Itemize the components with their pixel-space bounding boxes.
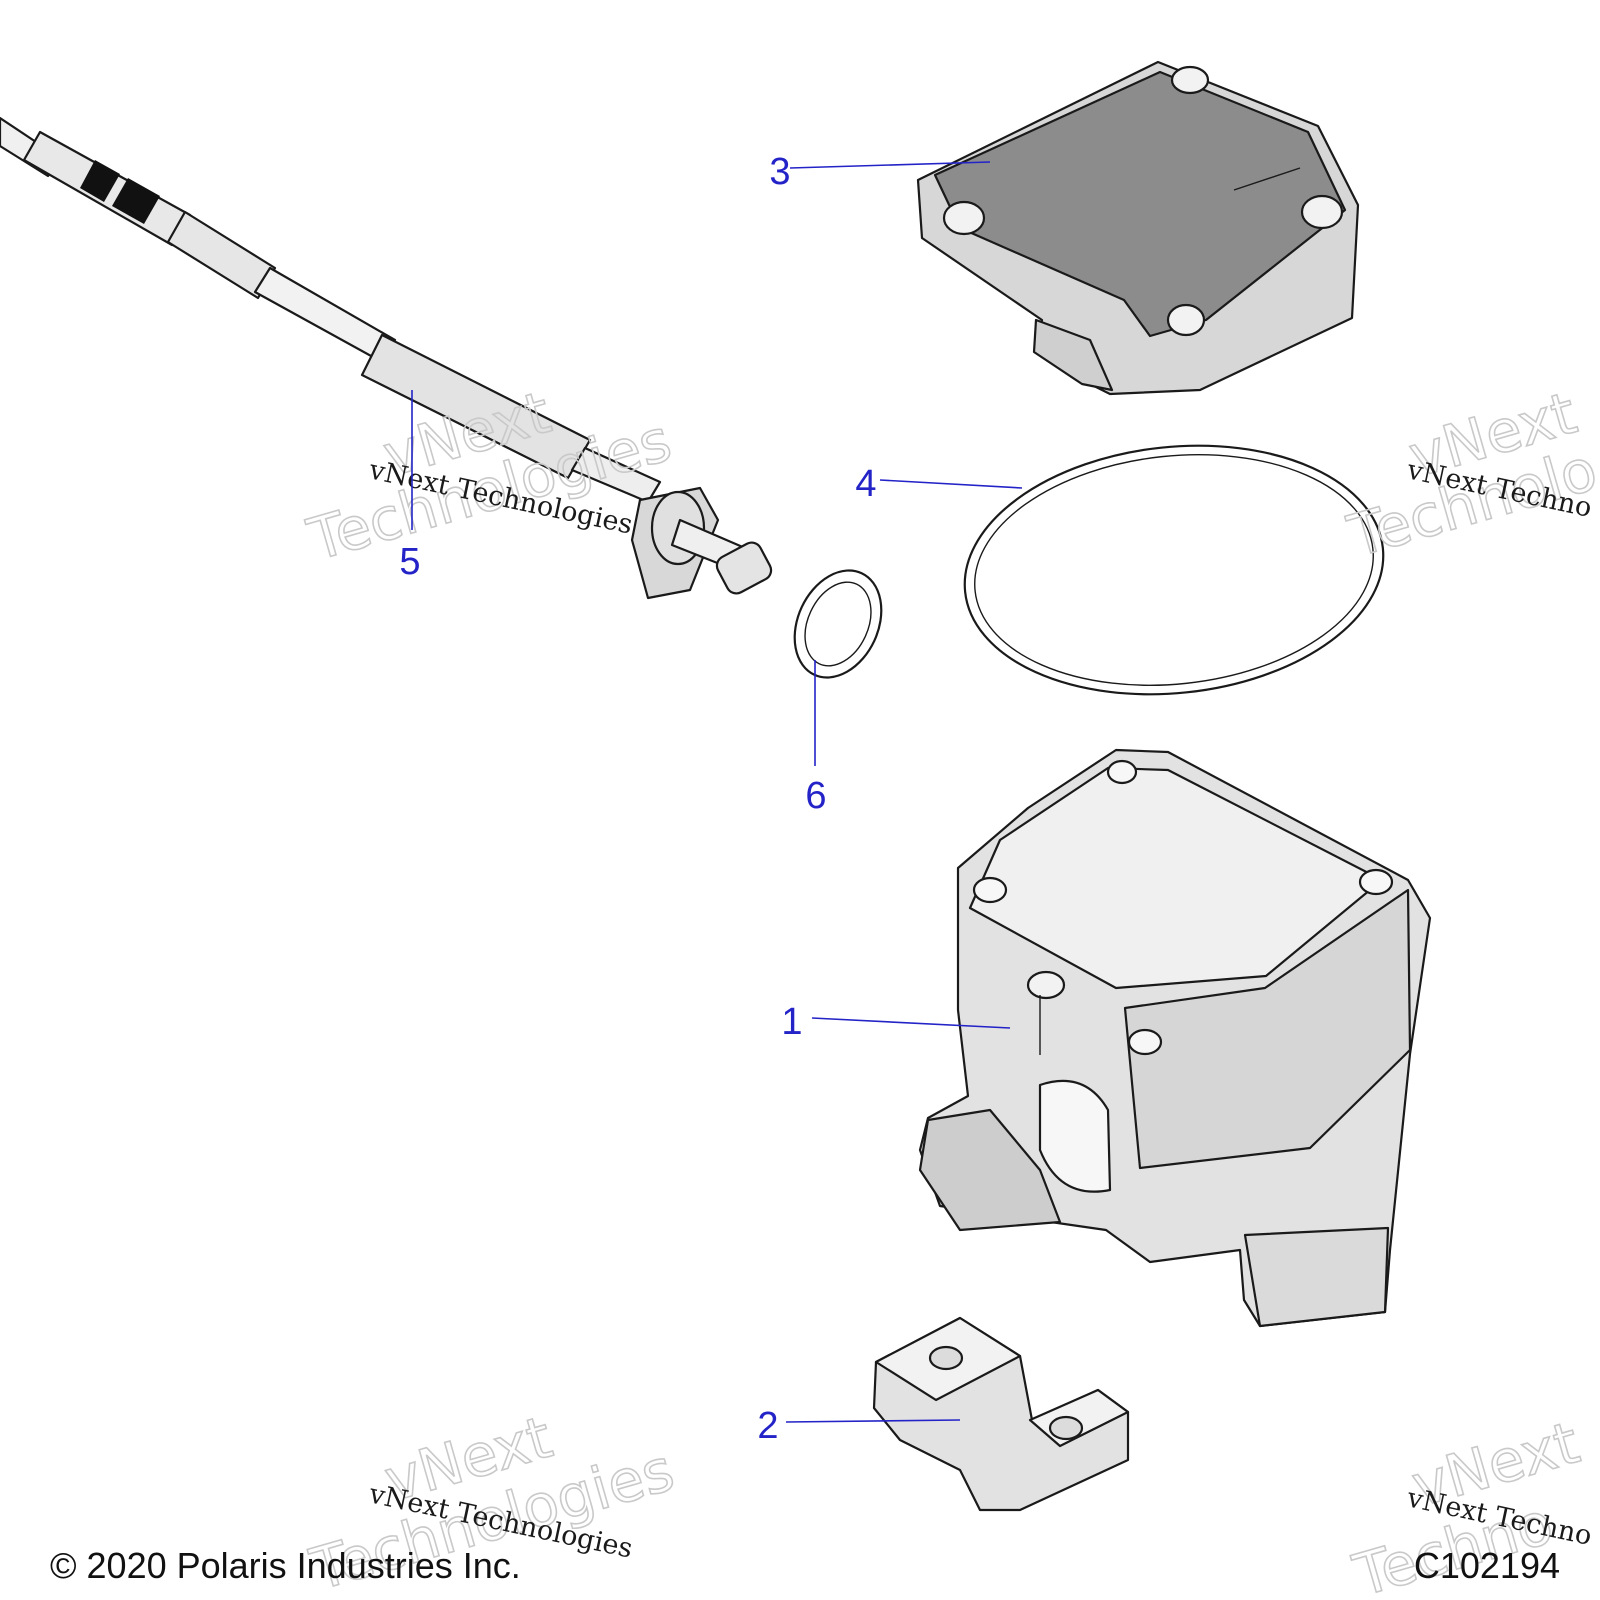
part-6-small-o-ring	[793, 569, 883, 679]
part-2-clamp	[872, 1316, 1130, 1512]
callout-6: 6	[805, 660, 827, 817]
callout-label-1: 1	[781, 1001, 802, 1043]
callout-label-2: 2	[757, 1405, 778, 1447]
watermark-center: vNext Technologies	[300, 377, 679, 575]
callout-5: 5	[399, 390, 421, 583]
part-4-large-o-ring	[963, 444, 1385, 696]
figure-code: C102194	[1413, 1545, 1560, 1586]
callout-label-3: 3	[769, 151, 790, 193]
callout-2: 2	[757, 1405, 961, 1447]
part-3-cover	[916, 60, 1360, 396]
callout-1: 1	[781, 1001, 1011, 1043]
callout-label-4: 4	[855, 463, 876, 505]
callout-label-6: 6	[805, 775, 826, 817]
callout-label-5: 5	[399, 541, 420, 583]
copyright-notice: © 2020 Polaris Industries Inc.	[50, 1545, 521, 1586]
callout-3: 3	[769, 151, 991, 193]
part-1-switch-housing	[918, 748, 1432, 1328]
part-5-throttle-cable	[0, 116, 773, 600]
callout-4: 4	[855, 463, 1023, 505]
